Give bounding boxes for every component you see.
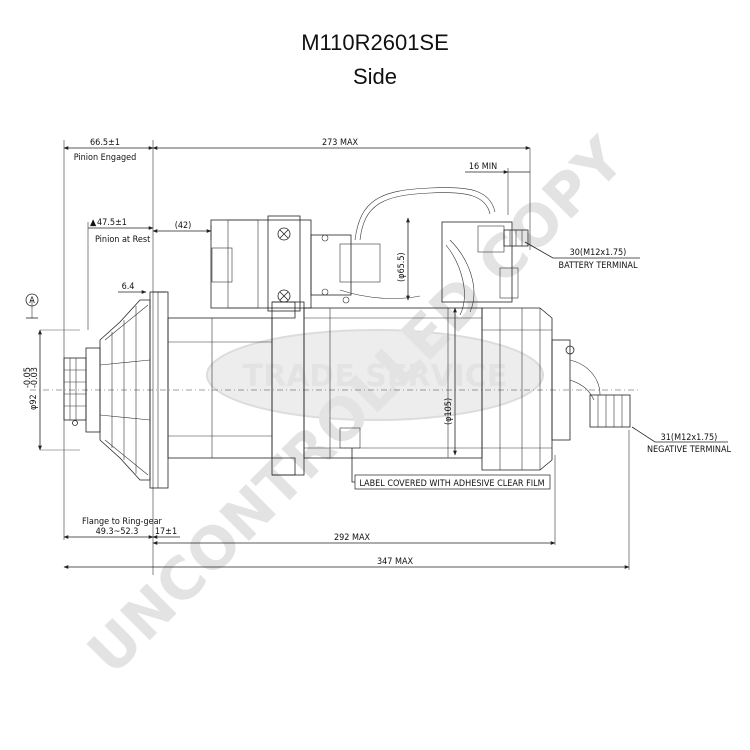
watermark-badge-text: TRADE SERVICE <box>243 359 508 394</box>
dim-pinion-rest-label: Pinion at Rest <box>95 235 150 245</box>
callout-negative-label: NEGATIVE TERMINAL <box>647 445 731 455</box>
triangle-marker-icon: ▲ <box>90 218 97 228</box>
dim-dia-65-5: (φ65.5) <box>397 252 407 282</box>
dim-pinion-engaged-value: 66.5±1 <box>90 138 120 148</box>
label-note-box <box>354 474 551 490</box>
end-housing <box>481 307 575 471</box>
dim-pilot-tol-top: -0.05 <box>23 367 33 388</box>
dim-pilot-diameter: φ92 <box>29 394 39 410</box>
battery-terminal <box>441 221 529 303</box>
dim-flange-value: 49.3~52.3 <box>96 527 139 537</box>
extension-lines <box>31 140 630 575</box>
dim-17: 17±1 <box>155 527 177 537</box>
callout-label-note: LABEL COVERED WITH ADHESIVE CLEAR FILM <box>359 479 544 489</box>
dimension-texts: 66.5±1 Pinion Engaged 273 MAX 16 MIN 47.… <box>23 138 497 567</box>
callouts: 30(M12x1.75) BATTERY TERMINAL 31(M12x1.7… <box>351 241 731 490</box>
drawing-title: M110R2601SE <box>301 30 449 55</box>
pinion <box>63 347 101 433</box>
dim-347-max: 347 MAX <box>377 557 414 567</box>
dim-dia-105: (φ105) <box>444 398 454 425</box>
negative-terminal <box>569 359 631 428</box>
wiring <box>339 187 595 401</box>
callout-battery-thread: 30(M12x1.75) <box>570 248 627 258</box>
datum-a-label: A <box>29 296 35 306</box>
trade-service-badge: TRADE SERVICE <box>206 329 544 421</box>
dim-pilot-tol-bot: -0.03 <box>30 367 40 388</box>
dim-pinion-engaged-label: Pinion Engaged <box>74 153 137 163</box>
dim-16-min: 16 MIN <box>469 162 497 172</box>
callout-negative-thread: 31(M12x1.75) <box>661 433 718 443</box>
dim-6-4: 6.4 <box>122 282 135 292</box>
starter-body <box>30 187 640 489</box>
watermark-uncontrolled-copy: UNCONTROLLED COPY <box>74 124 637 687</box>
dim-pinion-rest-value: 47.5±1 <box>97 218 127 228</box>
dim-42: (42) <box>175 221 192 231</box>
dim-273-max: 273 MAX <box>322 138 359 148</box>
datum-a: A <box>25 293 39 319</box>
solenoid <box>210 215 381 312</box>
dim-flange-label: Flange to Ring-gear <box>82 517 163 527</box>
drawing-subtitle: Side <box>352 64 398 89</box>
dim-292-max: 292 MAX <box>334 533 371 543</box>
callout-battery-label: BATTERY TERMINAL <box>559 261 638 271</box>
